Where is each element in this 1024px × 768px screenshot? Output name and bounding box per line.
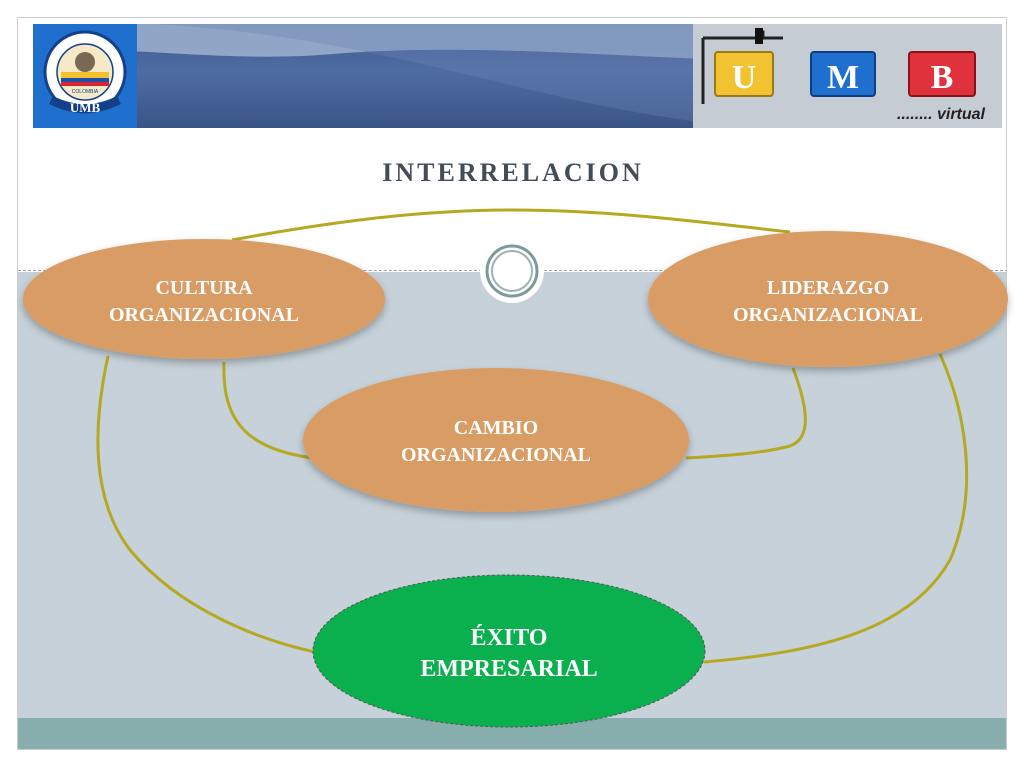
- node-exito-line1: ÉXITO: [471, 625, 548, 651]
- node-cultura-line2: ORGANIZACIONAL: [109, 304, 299, 326]
- connector-liderazgo-cambio: [685, 367, 807, 460]
- umb-virtual-logo: U M B ........ virtual: [693, 24, 1002, 128]
- node-cultura-shape: [23, 239, 385, 359]
- svg-text:B: B: [931, 59, 954, 96]
- svg-text:UMB: UMB: [70, 100, 101, 115]
- seal-emblem-icon: UMB COLOMBIA: [43, 30, 127, 115]
- header-banner: UMB COLOMBIA U M B ........ virtual: [33, 24, 1002, 128]
- node-liderazgo: LIDERAZGO ORGANIZACIONAL: [648, 231, 1008, 367]
- node-cambio-line2: ORGANIZACIONAL: [401, 444, 591, 466]
- connector-liderazgo-exito: [703, 353, 969, 664]
- svg-text:COLOMBIA: COLOMBIA: [72, 89, 99, 95]
- node-cultura: CULTURA ORGANIZACIONAL: [23, 239, 385, 359]
- svg-text:M: M: [827, 59, 859, 96]
- connector-cultura-cambio: [222, 361, 313, 460]
- node-exito: ÉXITO EMPRESARIAL: [312, 574, 706, 728]
- umb-virtual-logo-graphic: U M B ........ virtual: [701, 28, 986, 123]
- svg-text:........ virtual: ........ virtual: [897, 106, 986, 123]
- university-seal-logo: UMB COLOMBIA: [33, 24, 137, 128]
- node-cultura-line1: CULTURA: [155, 277, 253, 299]
- slide-title: INTERRELACION: [382, 158, 644, 187]
- node-cambio: CAMBIO ORGANIZACIONAL: [303, 368, 689, 512]
- connector-cultura-exito: [96, 355, 316, 654]
- svg-text:U: U: [732, 59, 757, 96]
- node-exito-line2: EMPRESARIAL: [420, 656, 597, 682]
- connectors: [96, 208, 969, 664]
- node-cambio-shape: [303, 368, 689, 512]
- node-liderazgo-line2: ORGANIZACIONAL: [733, 304, 923, 326]
- center-ring-icon: [480, 239, 544, 303]
- node-exito-shape: [312, 574, 706, 728]
- node-liderazgo-line1: LIDERAZGO: [767, 277, 889, 299]
- connector-cultura-liderazgo: [231, 208, 791, 242]
- node-cambio-line1: CAMBIO: [454, 417, 538, 439]
- node-liderazgo-shape: [648, 231, 1008, 367]
